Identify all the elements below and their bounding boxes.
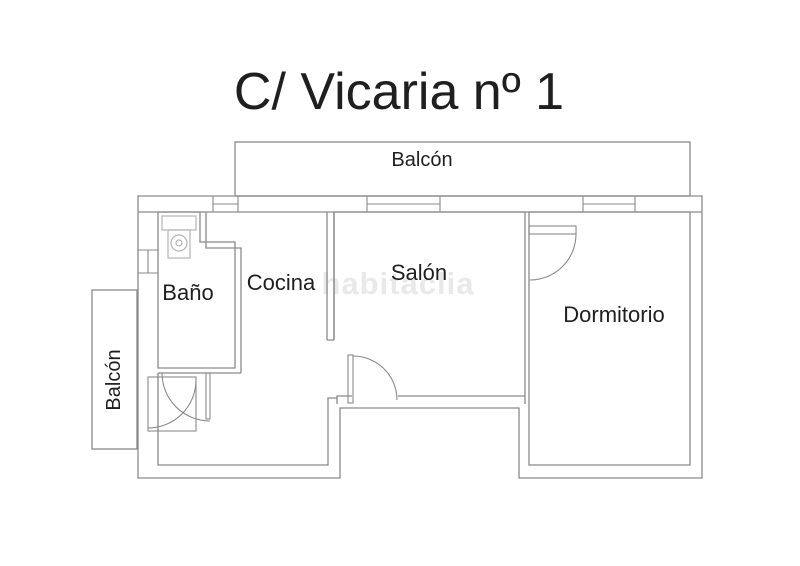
salon-room-outline <box>333 211 526 404</box>
salon-door-arc <box>352 355 398 401</box>
dormitorio-door-arc <box>529 233 577 281</box>
dormitorio-door <box>528 225 577 281</box>
exterior-wall-outline <box>137 195 703 479</box>
balcon-left-label: Balcón <box>103 349 125 410</box>
cocina-left-wall <box>158 212 242 374</box>
bano-label: Baño <box>162 280 213 305</box>
bano-door-arc-right <box>161 372 211 422</box>
salon-label: Salón <box>391 260 447 285</box>
salon-door-leaf <box>347 354 354 404</box>
bano-door-arc-left <box>147 379 197 429</box>
toilet-seat <box>170 234 188 252</box>
dormitorio-label: Dormitorio <box>563 302 664 327</box>
dormitorio-door-leaf <box>528 225 577 235</box>
toilet-icon <box>161 215 197 259</box>
cocina-label: Cocina <box>247 270 316 295</box>
toilet-bowl <box>167 229 191 259</box>
toilet-tank <box>161 215 197 231</box>
salon-door <box>347 354 398 404</box>
bano-door-frame <box>147 376 197 432</box>
hallway-outline <box>157 373 337 466</box>
balcony-top-outline <box>234 141 691 197</box>
balcony-left-outline <box>91 289 138 450</box>
page-title: C/ Vicaria nº 1 <box>234 63 564 121</box>
bano-room-outline <box>157 211 236 369</box>
balcon-top-label: Balcón <box>391 149 452 171</box>
bano-door-jamb <box>205 372 211 420</box>
bano-door <box>147 372 211 432</box>
window-symbols <box>138 196 636 274</box>
dormitorio-room-outline <box>528 211 691 466</box>
toilet-drain <box>175 239 183 247</box>
watermark: habitaclia <box>322 266 475 301</box>
